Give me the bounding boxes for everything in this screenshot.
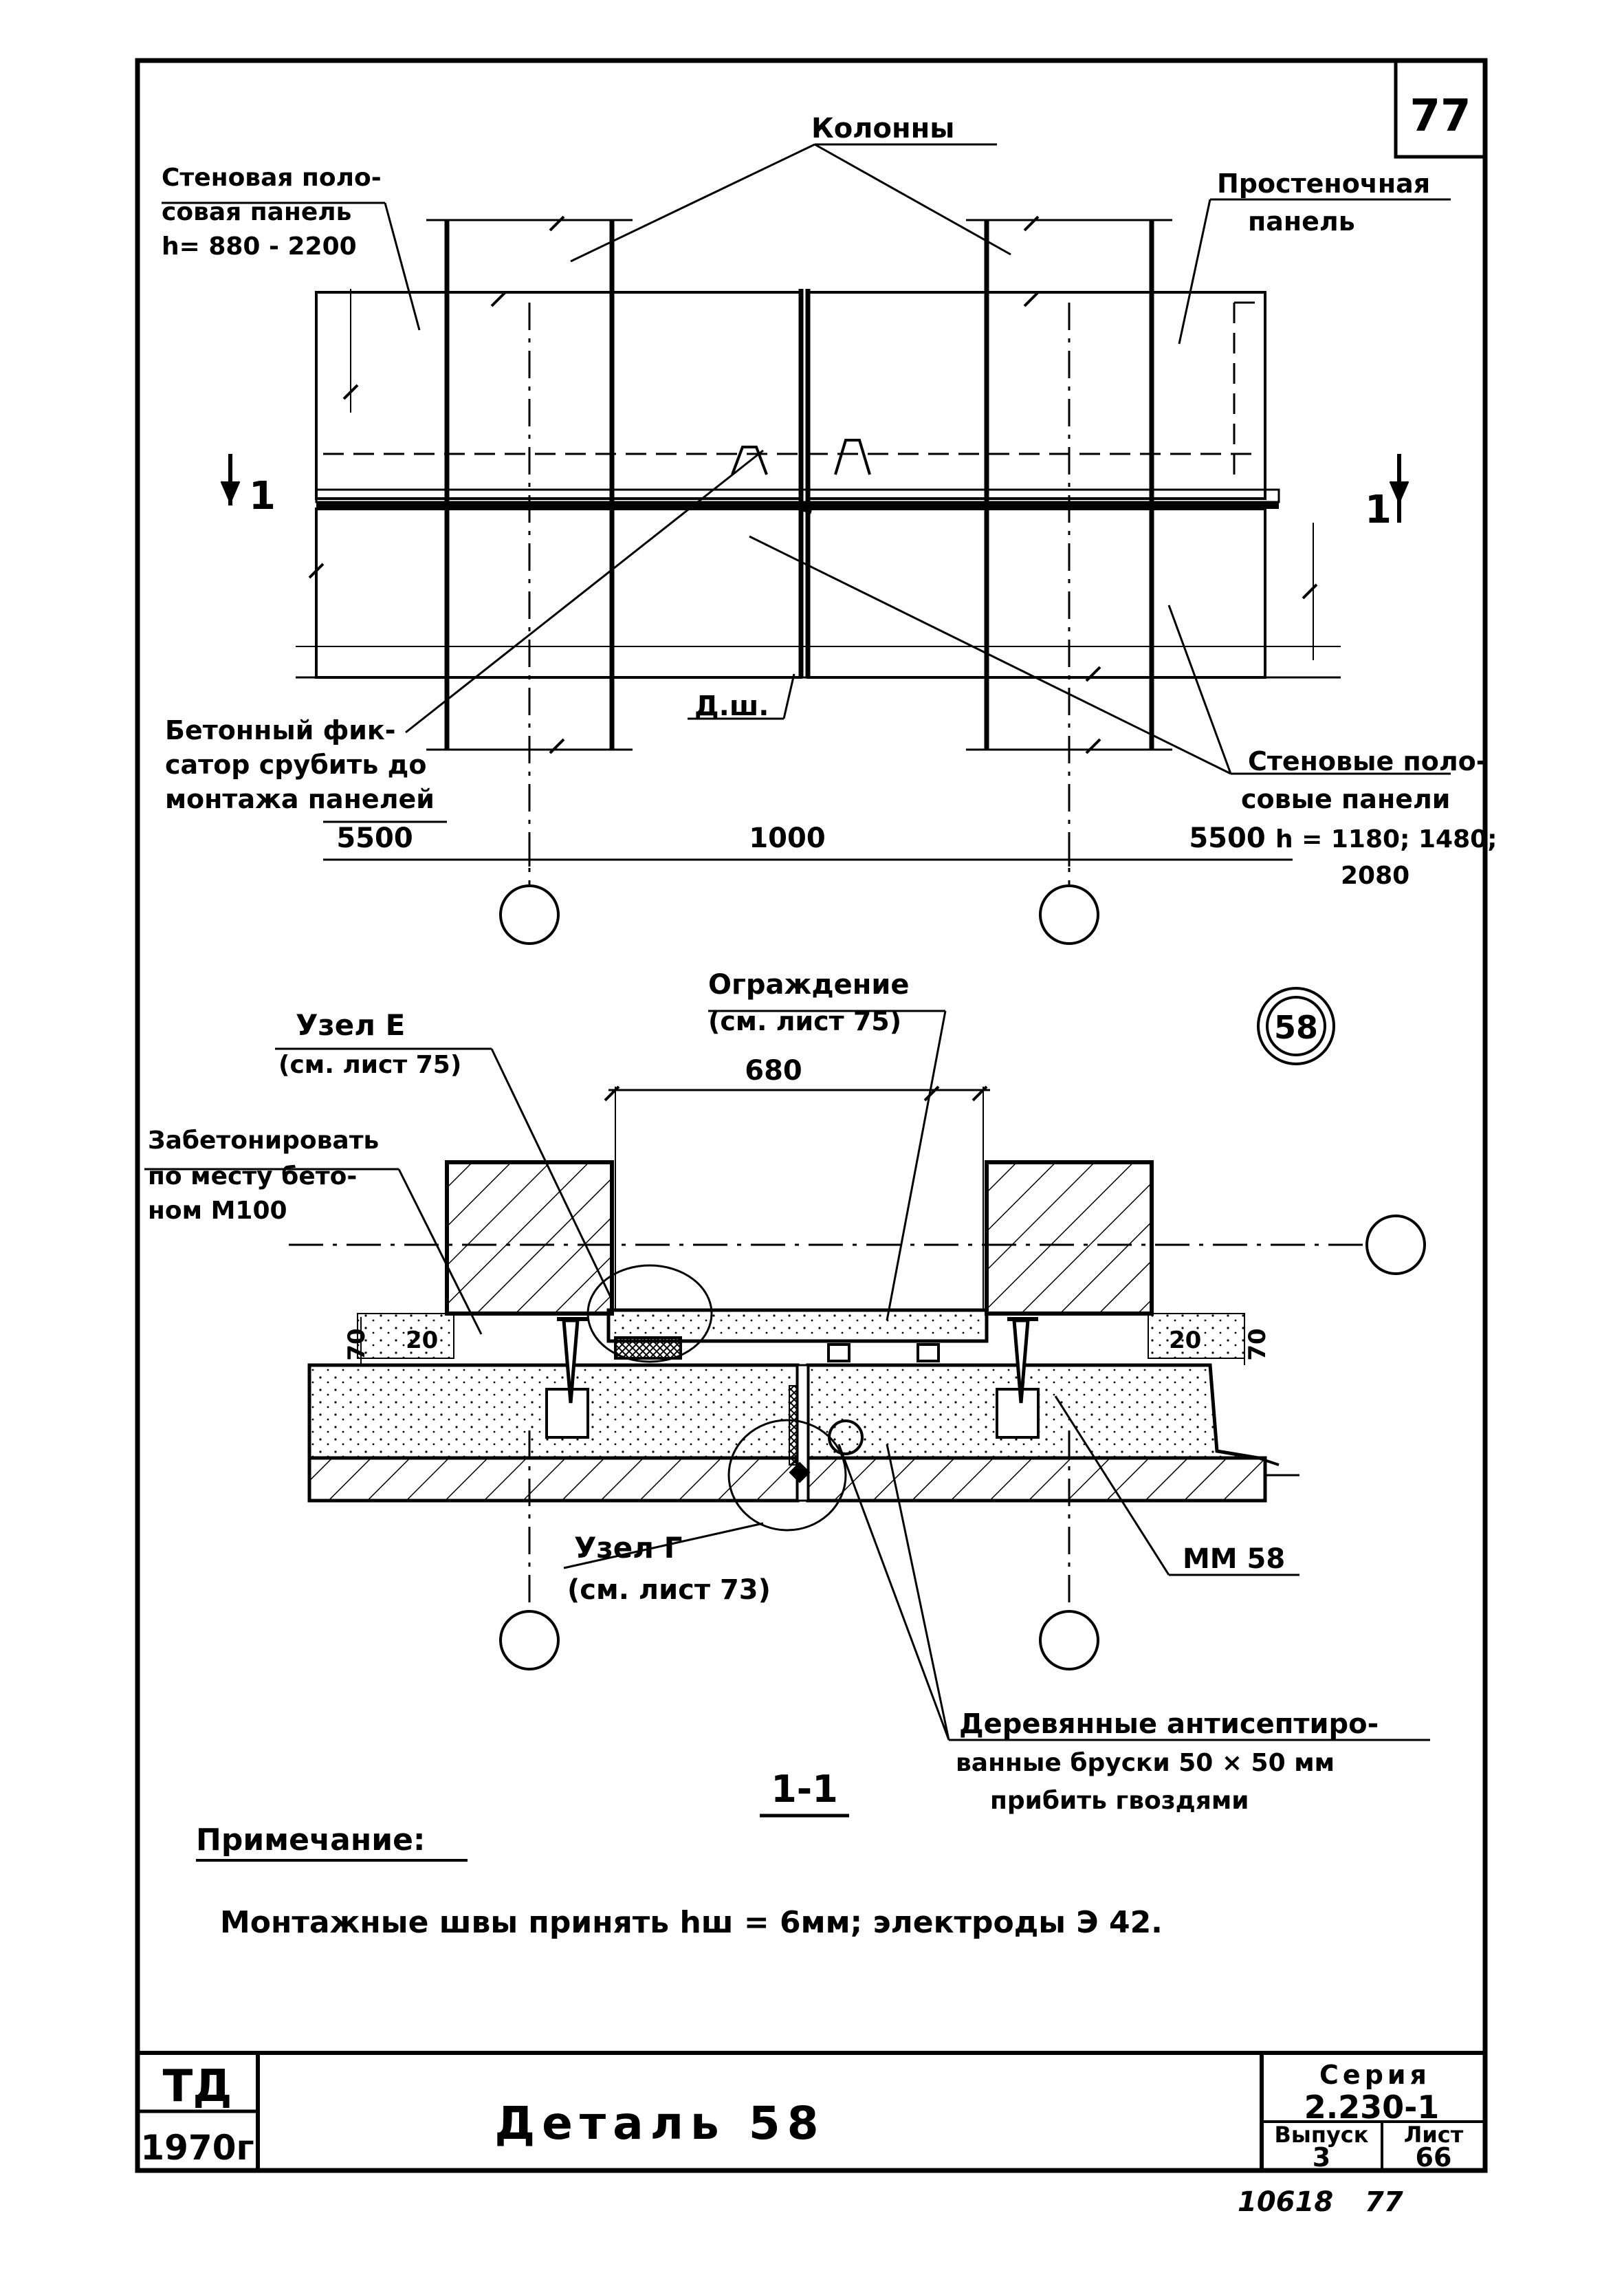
plan-dim-left: 5500	[336, 823, 413, 854]
dim-70-left: 70	[343, 1328, 371, 1360]
sheet-label: Лист	[1404, 2122, 1464, 2148]
archive-page: 77	[1365, 2186, 1403, 2218]
dim-70-right: 70	[1244, 1328, 1271, 1360]
fence-label-2: (см. лист 75)	[708, 1006, 901, 1036]
section-view: 58	[144, 987, 1430, 1741]
fixator-label-1: Бетонный фик-	[165, 715, 396, 745]
left-panel-label-2: совая панель	[162, 198, 351, 226]
concrete-label-1: Забетонировать	[148, 1126, 379, 1155]
series-value: 2.230-1	[1304, 2089, 1440, 2126]
page-number-box	[1394, 58, 1487, 159]
section-title: 1-1	[771, 1767, 838, 1811]
plan-view: 1 1 5500 1000 5500	[162, 143, 1451, 945]
right-panel-label-1: Простеночная	[1217, 168, 1430, 199]
note-block: Примечание: Монтажные швы принять hш = 6…	[196, 1822, 1163, 1940]
fixator-label-2: сатор срубить до	[165, 750, 426, 780]
joint-label: Д.ш.	[694, 690, 769, 722]
plan-dim-right: 5500	[1189, 823, 1265, 854]
node-e-label-1: Узел Е	[296, 1008, 405, 1042]
axis-circle-left	[499, 884, 560, 945]
title-org: ТД	[163, 2061, 232, 2112]
detail-badge-number: 58	[1274, 1009, 1318, 1046]
node-g-label-2: (см. лист 73)	[567, 1574, 771, 1606]
wood-label-1: Деревянные антисептиро-	[959, 1708, 1379, 1740]
section-labels: Ограждение (см. лист 75) Узел Е (см. лис…	[148, 969, 1379, 1818]
bottom-panels-label-3: h = 1180; 1480;	[1275, 825, 1497, 853]
detail-badge	[1257, 987, 1335, 1065]
left-panel-label-1: Стеновая поло-	[162, 164, 382, 192]
archive-number: 10618	[1238, 2186, 1333, 2218]
mm-label: ММ 58	[1183, 1543, 1285, 1575]
dim-width: 680	[745, 1055, 802, 1087]
axis-circle-right	[1039, 884, 1099, 945]
sheet-frame	[135, 58, 1488, 2173]
note-text: Монтажные швы принять hш = 6мм; электрод…	[220, 1905, 1163, 1940]
page-number: 77	[1409, 91, 1471, 142]
bottom-panels-label-1: Стеновые поло-	[1248, 746, 1487, 776]
node-g-label-1: Узел Г	[574, 1531, 682, 1565]
columns-label: Колонны	[811, 113, 954, 144]
sheet-value: 66	[1416, 2142, 1452, 2173]
left-panel-label-3: h= 880 - 2200	[162, 232, 357, 261]
title-year: 1970г	[140, 2128, 254, 2168]
fence-label-1: Ограждение	[708, 969, 910, 1001]
plan-labels: Колонны Стеновая поло- совая панель h= 8…	[162, 113, 1497, 890]
node-e-label-2: (см. лист 75)	[278, 1051, 461, 1079]
axis-circle-section-right	[1365, 1215, 1426, 1275]
issue-label: Выпуск	[1275, 2122, 1369, 2148]
concrete-label-2: по месту бето-	[148, 1162, 357, 1190]
axis-circle-section-left	[499, 1610, 560, 1670]
series-label: Серия	[1319, 2060, 1431, 2090]
section-mark-right: 1	[1365, 488, 1392, 532]
bottom-panels-label-4: 2080	[1341, 862, 1409, 890]
section-mark-left: 1	[249, 474, 276, 519]
title-block: ТД 1970г Деталь 58 Серия 2.230-1 Выпуск …	[138, 2051, 1485, 2173]
drawing-title: Деталь 58	[494, 2097, 825, 2150]
wood-label-3: прибить гвоздями	[990, 1787, 1249, 1815]
dim-20-left: 20	[406, 1327, 438, 1354]
wood-label-2: ванные бруски 50 × 50 мм	[956, 1749, 1335, 1777]
note-heading: Примечание:	[196, 1822, 426, 1858]
concrete-label-3: ном М100	[148, 1197, 287, 1225]
axis-circle-section-mid	[1039, 1610, 1099, 1670]
plan-dim-middle: 1000	[749, 823, 825, 854]
bottom-panels-label-2: совые панели	[1241, 784, 1450, 814]
dim-20-right: 20	[1169, 1327, 1201, 1354]
fixator-label-3: монтажа панелей	[165, 784, 435, 814]
right-panel-label-2: панель	[1248, 206, 1355, 237]
issue-value: 3	[1313, 2142, 1330, 2173]
